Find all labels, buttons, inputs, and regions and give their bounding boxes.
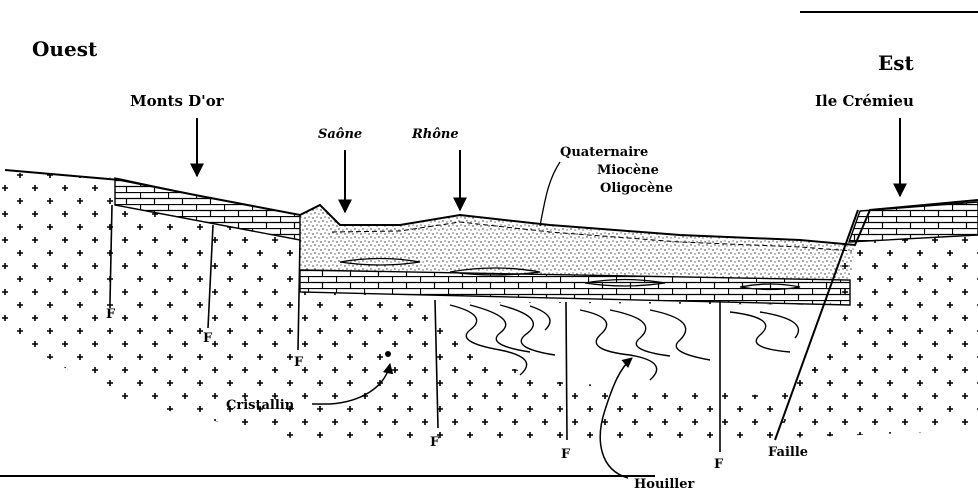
quaternaire-pointer bbox=[540, 162, 560, 226]
quaternaire-label: Quaternaire bbox=[560, 145, 648, 160]
fault-label-6: F bbox=[714, 457, 724, 472]
rhone-label: Rhône bbox=[411, 127, 459, 142]
houiller-label: Houiller bbox=[634, 477, 694, 492]
fault-line-5 bbox=[566, 302, 567, 440]
fault-label-3: F bbox=[294, 355, 304, 370]
fault-label-1: F bbox=[106, 307, 116, 322]
saone-label: Saône bbox=[318, 127, 362, 142]
tertiary-sediments bbox=[300, 205, 855, 280]
fault-label-5: F bbox=[561, 447, 571, 462]
oligocene-label: Oligocène bbox=[600, 181, 673, 196]
monts-dor-label: Monts D'or bbox=[130, 92, 225, 110]
cristallin-label: Cristallin bbox=[226, 398, 295, 413]
cristallin-dot bbox=[385, 351, 391, 357]
fault-label-2: F bbox=[203, 331, 213, 346]
faille-label: Faille bbox=[768, 445, 808, 460]
west-label: Ouest bbox=[32, 37, 98, 61]
fault-label-4: F bbox=[430, 435, 440, 450]
ile-cremieu-label: Ile Crémieu bbox=[815, 92, 914, 110]
east-label: Est bbox=[878, 51, 915, 75]
miocene-label: Miocène bbox=[597, 163, 659, 178]
limestone-east bbox=[849, 202, 978, 242]
